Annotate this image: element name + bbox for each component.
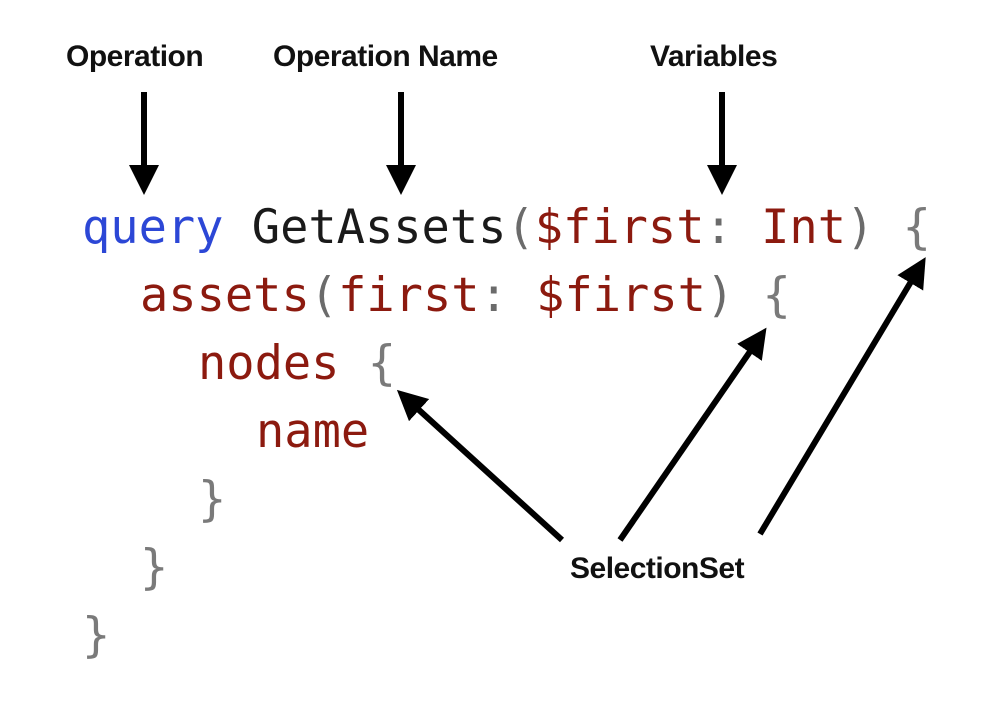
close-brace-query: } bbox=[82, 608, 111, 663]
code-line-name: name bbox=[256, 402, 369, 462]
operation-label: Operation bbox=[66, 40, 204, 73]
selection-set-label: SelectionSet bbox=[570, 552, 745, 585]
argument-name: first bbox=[338, 268, 480, 323]
field-nodes: nodes bbox=[198, 336, 340, 391]
open-brace-nodes: { bbox=[367, 336, 397, 391]
code-line-close-assets: } bbox=[140, 538, 168, 598]
argument-value: $first bbox=[536, 268, 706, 323]
open-paren: ( bbox=[506, 200, 535, 255]
field-name: name bbox=[256, 404, 370, 459]
keyword-query: query bbox=[82, 200, 224, 255]
open-brace-assets: { bbox=[762, 268, 791, 323]
variable-declaration: $first bbox=[534, 200, 705, 255]
variable-type: Int bbox=[761, 200, 847, 255]
close-paren: ) bbox=[846, 200, 875, 255]
operation-name: GetAssets bbox=[251, 200, 507, 255]
close-brace-assets: } bbox=[140, 540, 169, 595]
field-assets: assets bbox=[140, 268, 310, 323]
variables-label: Variables bbox=[650, 40, 778, 73]
code-line-close-query: } bbox=[82, 606, 110, 666]
close-paren: ) bbox=[705, 268, 735, 323]
open-brace-query: { bbox=[902, 200, 931, 255]
operation-name-label: Operation Name bbox=[273, 40, 498, 73]
code-line-close-nodes: } bbox=[198, 470, 226, 530]
selection-set-arrow-assets bbox=[617, 327, 767, 542]
open-paren: ( bbox=[309, 268, 339, 323]
code-line-nodes: nodes { bbox=[198, 334, 396, 394]
colon: : bbox=[479, 268, 508, 323]
code-line-assets: assets(first: $first) { bbox=[140, 266, 791, 326]
selection-set-arrow-nodes bbox=[396, 389, 565, 543]
close-brace-nodes: } bbox=[198, 472, 227, 527]
colon: : bbox=[704, 200, 733, 255]
code-line-query: query GetAssets($first: Int) { bbox=[82, 198, 931, 258]
